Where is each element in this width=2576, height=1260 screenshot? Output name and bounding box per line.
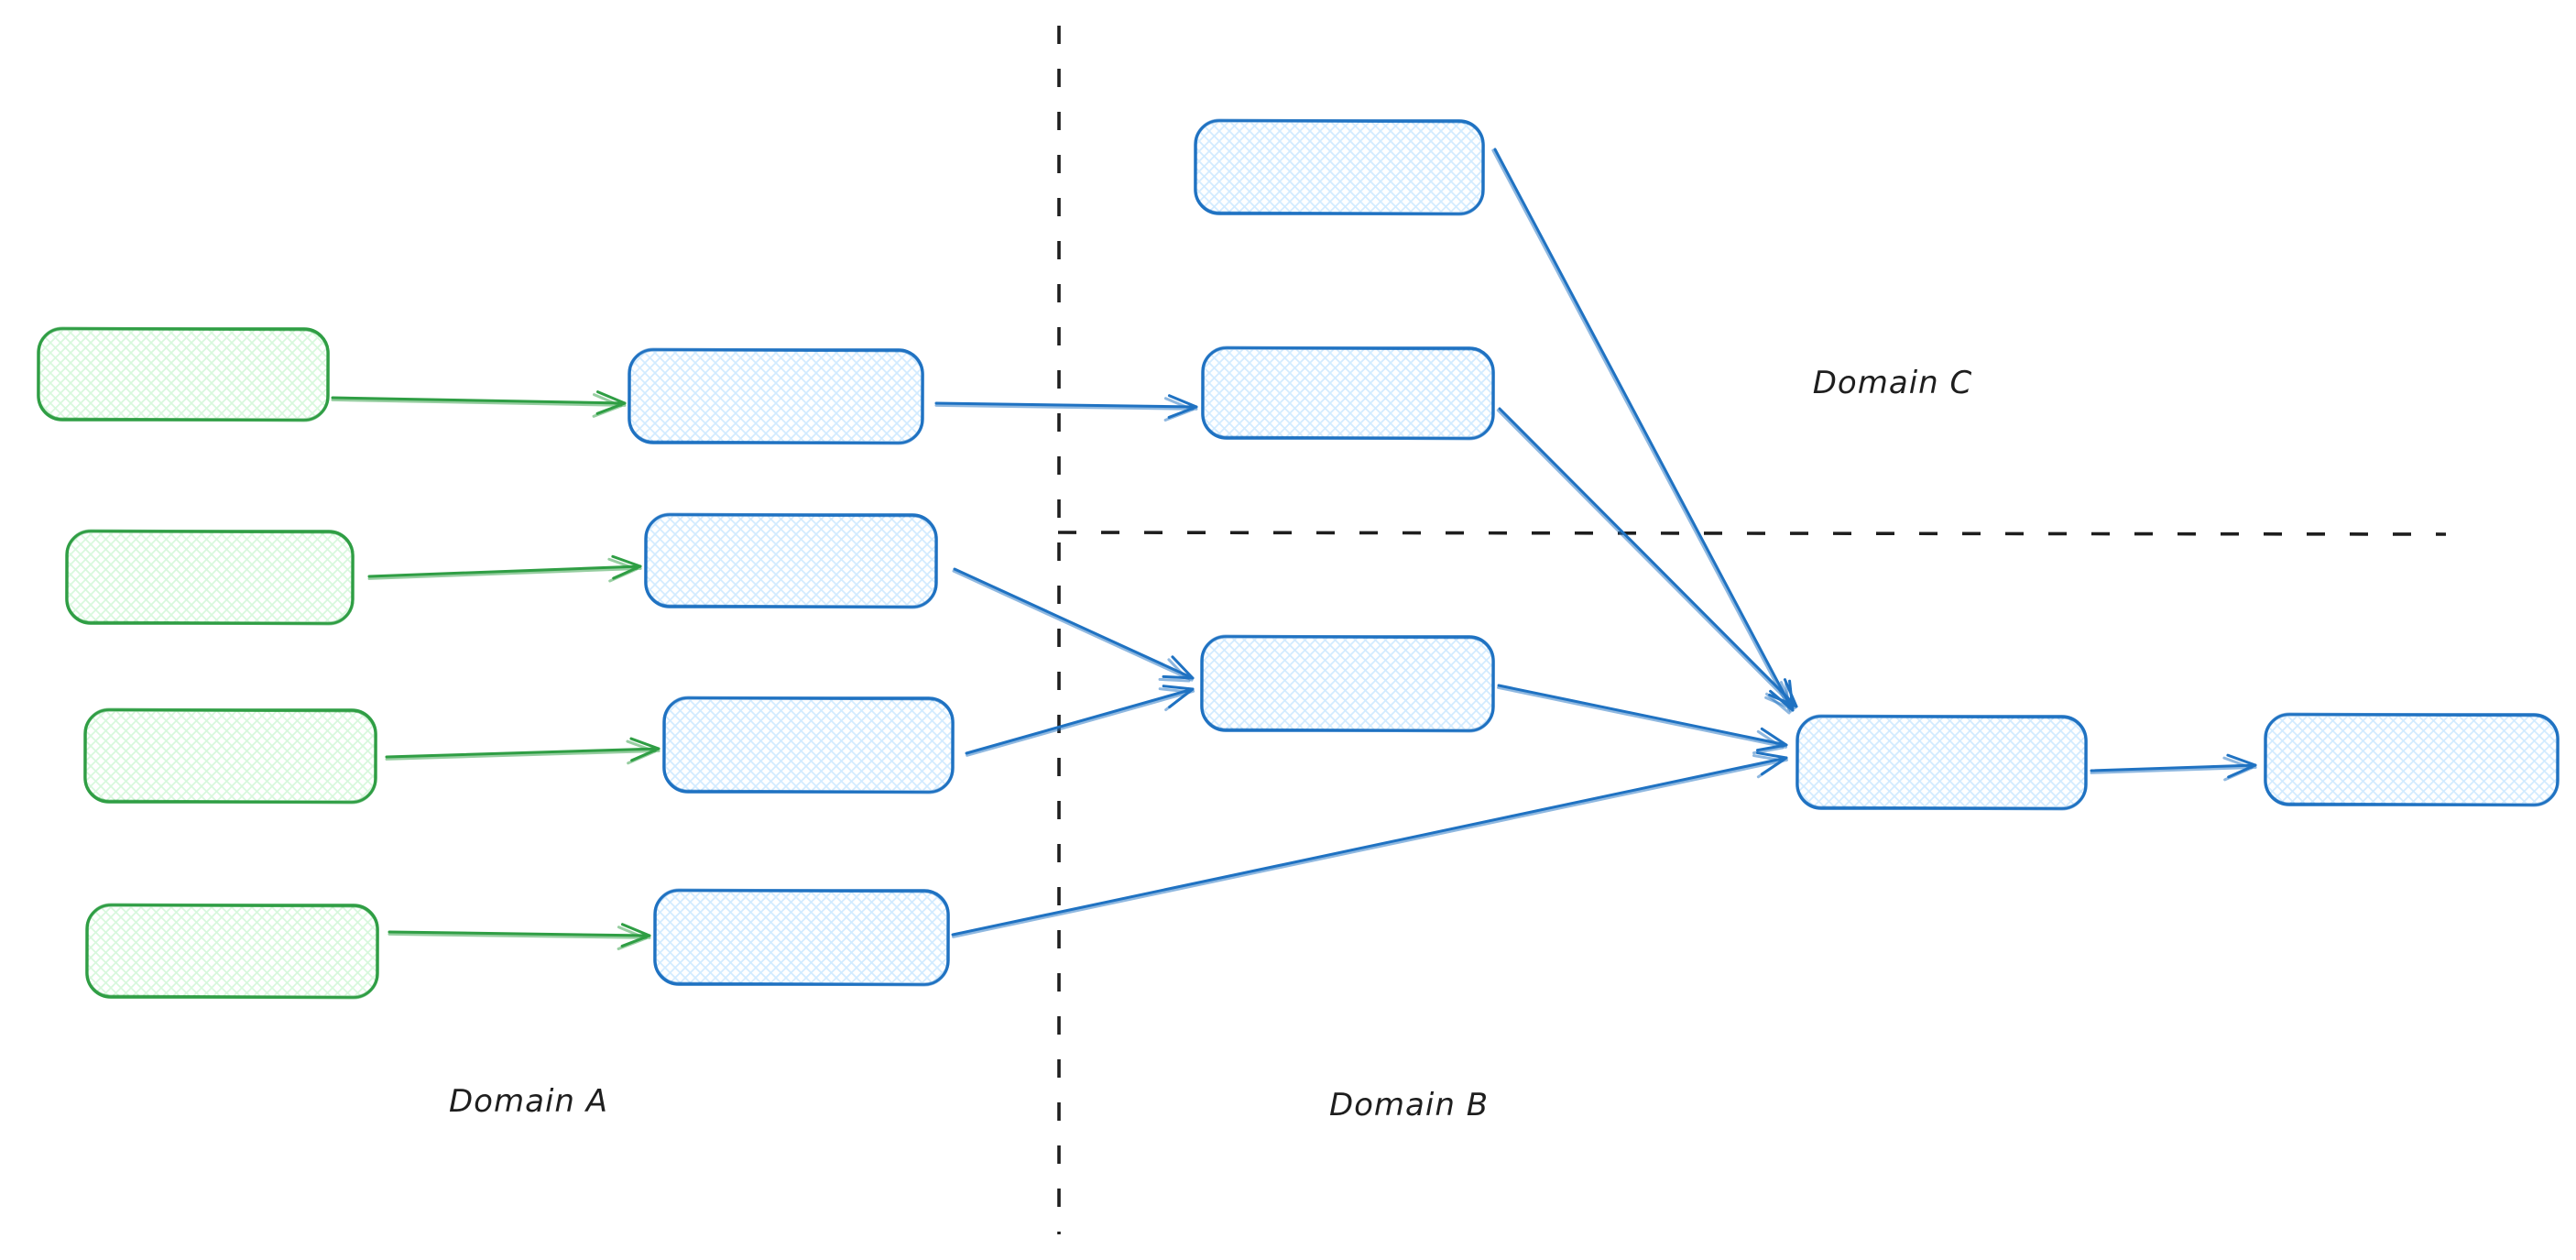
edge-d1-e1	[2090, 763, 2257, 772]
domain-a-label: Domain A	[449, 1083, 608, 1120]
edge-a1-b1	[331, 396, 627, 405]
node-overdraw-outline	[662, 696, 955, 794]
node-overdraw-outline	[1796, 714, 2088, 811]
edge-overdraw-stroke	[952, 569, 1194, 682]
arrowhead	[592, 393, 623, 418]
edge-overdraw-stroke	[951, 758, 1788, 938]
node-overdraw-outline	[37, 326, 330, 422]
node-overdraw-outline	[1194, 118, 1485, 216]
edge-overdraw-stroke	[966, 689, 1195, 757]
arrowhead	[1755, 727, 1788, 752]
node-overdraw-outline	[2264, 712, 2560, 807]
edge-a2-b2	[367, 564, 642, 578]
edge-b4-d1	[951, 756, 1788, 937]
edge-b1-c2	[934, 401, 1198, 409]
edge-overdraw-stroke	[2090, 765, 2257, 774]
arrowhead	[1162, 655, 1195, 680]
edge-overdraw-stroke	[385, 749, 660, 761]
arrowhead	[2222, 756, 2254, 782]
node-overdraw-outline	[653, 888, 950, 987]
edge-b2-c3	[953, 567, 1195, 680]
arrowhead	[1158, 658, 1191, 683]
domain-b-label: Domain B	[1329, 1087, 1489, 1123]
node-overdraw-outline	[628, 347, 924, 445]
edge-overdraw-stroke	[1496, 409, 1796, 710]
arrowhead	[1768, 678, 1798, 708]
arrowhead	[1752, 729, 1785, 755]
arrowhead	[607, 557, 639, 583]
edge-overdraw-stroke	[331, 398, 627, 407]
arrowhead	[1752, 754, 1785, 779]
node-overdraw-outline	[1201, 345, 1495, 441]
node-overdraw-outline	[644, 512, 938, 609]
node-overdraw-outline	[83, 707, 377, 805]
node-overdraw-outline	[65, 529, 355, 626]
arrowhead	[1163, 397, 1195, 422]
edge-overdraw-stroke	[1491, 148, 1793, 713]
edge-overdraw-stroke	[387, 932, 651, 939]
node-overdraw-outline	[1200, 634, 1495, 733]
edge-overdraw-stroke	[367, 566, 642, 580]
domain-c-label: Domain C	[1813, 365, 1972, 401]
edge-a4-b4	[387, 930, 651, 937]
divider-horizontal-dashed-line	[1057, 531, 2447, 536]
edge-overdraw-stroke	[1497, 685, 1788, 749]
arrowhead	[617, 926, 648, 950]
edge-a3-b3	[385, 747, 660, 759]
node-overdraw-outline	[85, 903, 379, 1000]
edge-b3-c3	[965, 687, 1195, 755]
edge-overdraw-stroke	[934, 403, 1198, 411]
arrowhead	[626, 740, 657, 765]
arrowhead	[1764, 681, 1795, 711]
edge-c2-d1	[1498, 407, 1798, 708]
edge-c3-d1	[1497, 684, 1788, 747]
edge-c1-d1	[1493, 148, 1795, 712]
arrowhead	[1158, 687, 1191, 712]
